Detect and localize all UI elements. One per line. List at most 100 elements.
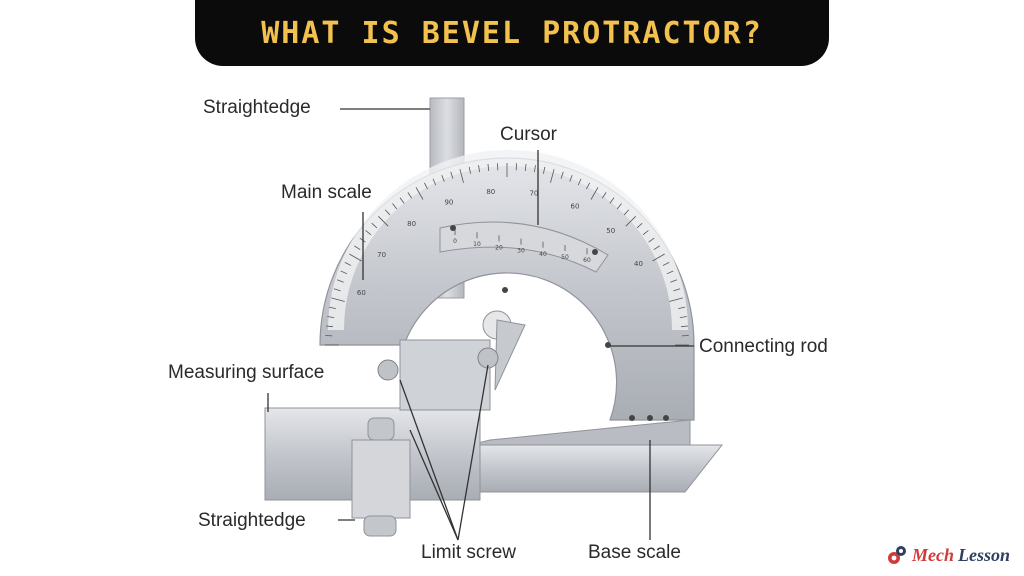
main-scale-tick (450, 171, 454, 179)
main-scale-tick (384, 209, 391, 216)
main-scale-numbers: 60 70 80 90 80 70 60 50 40 (357, 188, 643, 297)
main-scale-tick (679, 316, 687, 319)
main-scale-number: 40 (634, 260, 643, 268)
cursor-number: 0 (453, 238, 457, 245)
main-scale-tick (325, 325, 334, 328)
main-scale-number: 60 (357, 289, 366, 297)
main-scale-tick (331, 297, 345, 302)
main-scale-tick (336, 279, 344, 283)
label-cursor: Cursor (500, 124, 558, 145)
main-scale-number: 60 (570, 203, 579, 211)
main-scale-number: 80 (486, 188, 495, 196)
main-scale-tick (407, 192, 413, 199)
screw (663, 415, 669, 421)
main-scale-tick (625, 216, 636, 227)
cursor-number: 20 (495, 244, 503, 251)
main-scale-tick (487, 163, 490, 172)
leader-limit-screw-2 (457, 364, 489, 541)
main-scale-tick (524, 163, 527, 172)
base-blade (469, 444, 724, 493)
main-scale-tick (669, 297, 683, 302)
clamp-knob-top (367, 417, 395, 441)
main-scale-tick (354, 245, 361, 251)
label-straightedge-top: Straightedge (203, 97, 311, 118)
cursor-number: 60 (583, 257, 591, 264)
main-scale-tick (577, 178, 582, 186)
main-scale-number: 90 (444, 198, 453, 206)
main-scale-ticks (325, 163, 689, 346)
main-scale-tick (371, 222, 378, 229)
main-scale-tick (328, 306, 336, 310)
leader-limit-screw-1 (399, 379, 459, 541)
screw (629, 415, 635, 421)
main-scale-tick (550, 169, 555, 183)
main-scale-tick (662, 262, 670, 266)
label-limit-screw: Limit screw (421, 542, 517, 563)
label-connecting-rod: Connecting rod (699, 336, 828, 357)
main-scale-tick (441, 174, 445, 182)
connecting-rod (494, 319, 526, 391)
main-scale-number: 70 (529, 189, 538, 197)
main-scale-tick (478, 165, 481, 173)
main-scale-tick (586, 182, 590, 190)
main-scale-tick (678, 306, 686, 310)
main-scale-tick (533, 165, 536, 173)
screw (502, 287, 508, 293)
main-scale-tick (399, 197, 405, 204)
main-scale-tick (459, 169, 464, 183)
screw (450, 225, 456, 231)
page-title: WHAT IS BEVEL PROTRACTOR? (261, 15, 763, 51)
main-scale-tick (468, 166, 472, 174)
label-main-scale: Main scale (281, 182, 372, 203)
main-scale-tick (327, 316, 335, 319)
screw (605, 342, 611, 348)
main-scale-band (328, 150, 688, 331)
main-scale-tick (642, 230, 649, 236)
main-scale-tick (569, 174, 573, 182)
main-scale-tick (666, 270, 674, 275)
main-scale-tick (609, 197, 615, 204)
main-scale-tick (623, 209, 630, 216)
main-scale-tick (333, 288, 341, 292)
clamp-knob-bottom (363, 515, 397, 537)
main-scale-number: 50 (606, 227, 615, 235)
screw (647, 415, 653, 421)
main-scale-tick (365, 230, 372, 236)
main-scale-tick (670, 279, 678, 283)
title-banner: WHAT IS BEVEL PROTRACTOR? (195, 0, 829, 66)
cursor-vernier (439, 221, 609, 273)
main-scale-tick (340, 270, 348, 275)
cursor-number: 10 (473, 241, 481, 248)
main-scale-tick (653, 245, 660, 251)
main-scale-tick (590, 187, 599, 200)
brand-mech: Mech (911, 544, 954, 565)
cursor-number: 50 (561, 254, 569, 261)
leader-limit-screw-3 (409, 429, 459, 541)
label-measuring-surface: Measuring surface (168, 362, 325, 383)
gear-icon (887, 546, 906, 564)
center-body (399, 339, 491, 411)
label-straightedge-bottom: Straightedge (198, 510, 306, 531)
main-scale-tick (636, 222, 643, 229)
main-scale-tick (542, 166, 546, 174)
label-base-scale: Base scale (588, 542, 681, 563)
main-scale-tick (560, 171, 564, 179)
main-scale-number: 80 (407, 220, 416, 228)
brand-lesson: Lesson (957, 544, 1010, 565)
screw (592, 249, 598, 255)
main-scale-tick (673, 288, 681, 292)
main-scale-tick (378, 216, 389, 227)
knob-left (377, 359, 399, 381)
main-scale-tick (344, 262, 352, 266)
cursor-number: 40 (539, 251, 547, 258)
main-scale-number: 70 (377, 251, 386, 259)
cursor-number: 30 (517, 248, 525, 255)
main-scale-tick (432, 178, 437, 186)
main-scale-tick (415, 187, 424, 200)
main-scale-tick (652, 253, 665, 262)
main-scale-tick (616, 203, 622, 210)
clamp-block (351, 439, 411, 519)
base-edge (469, 419, 691, 446)
